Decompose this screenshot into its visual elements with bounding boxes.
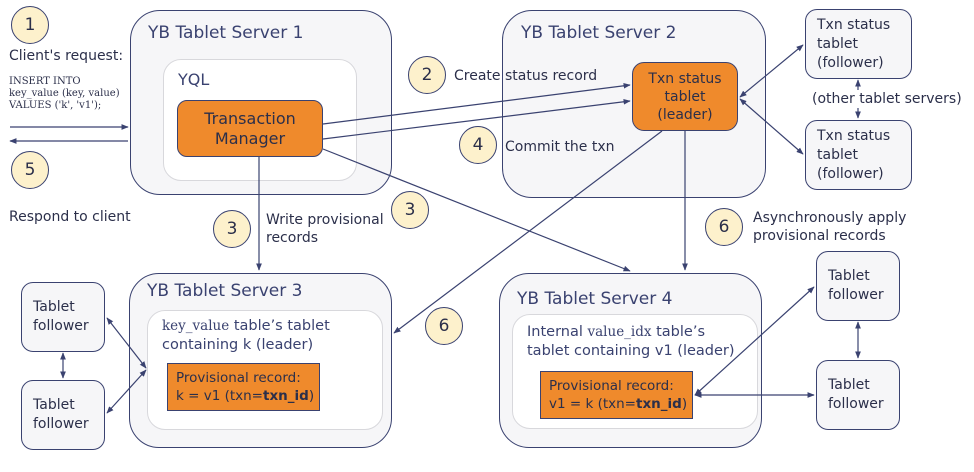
txn-status-line-2: tablet [664, 88, 706, 105]
step-5-badge: 5 [11, 151, 49, 189]
step-4-badge: 4 [459, 126, 497, 164]
step-2-badge: 2 [408, 56, 446, 94]
key-value-table-name: key_value [162, 318, 230, 334]
tablet-server-4: YB Tablet Server 4 Internal value_idx ta… [499, 273, 762, 448]
value-idx-tablet-title: Internal value_idx table’s tablet contai… [527, 324, 735, 359]
step-1-badge: 1 [11, 6, 49, 44]
step-6a-badge: 6 [705, 208, 743, 246]
txn-status-line-1: Txn status [648, 70, 722, 87]
commit-txn-label: Commit the txn [505, 139, 615, 155]
create-status-label: Create status record [454, 68, 598, 84]
tablet-server-1-title: YB Tablet Server 1 [148, 23, 304, 43]
value-idx-table-name: value_idx [587, 324, 652, 340]
provisional-record-ts3[interactable]: Provisional record: k = v1 (txn=txn_id) [167, 363, 320, 411]
step-3a-badge: 3 [213, 210, 251, 248]
other-servers-label: (other tablet servers) [812, 90, 962, 108]
tablet-server-2-title: YB Tablet Server 2 [521, 23, 677, 43]
txn-id: txn_id [636, 396, 682, 412]
txn-status-tablet-leader[interactable]: Txn status tablet (leader) [632, 62, 738, 131]
transaction-manager[interactable]: Transaction Manager [177, 100, 323, 157]
client-request-label: Client's request: [9, 48, 124, 64]
tablet-server-3-title: YB Tablet Server 3 [147, 281, 303, 301]
step-6b-badge: 6 [425, 307, 463, 345]
transaction-manager-line-1: Transaction [204, 108, 296, 128]
transaction-manager-line-2: Manager [214, 128, 286, 148]
tablet-server-4-title: YB Tablet Server 4 [517, 289, 673, 309]
key-value-tablet-title: key_value table’s tablet containing k (l… [162, 318, 330, 353]
yql-title: YQL [178, 70, 210, 89]
txn-id: txn_id [263, 388, 309, 404]
respond-client-label: Respond to client [9, 209, 131, 225]
provisional-record-ts4[interactable]: Provisional record: v1 = k (txn=txn_id) [540, 371, 693, 419]
tablet-server-3: YB Tablet Server 3 key_value table’s tab… [129, 273, 392, 448]
step-3b-badge: 3 [391, 191, 429, 229]
txn-status-line-3: (leader) [657, 106, 713, 123]
